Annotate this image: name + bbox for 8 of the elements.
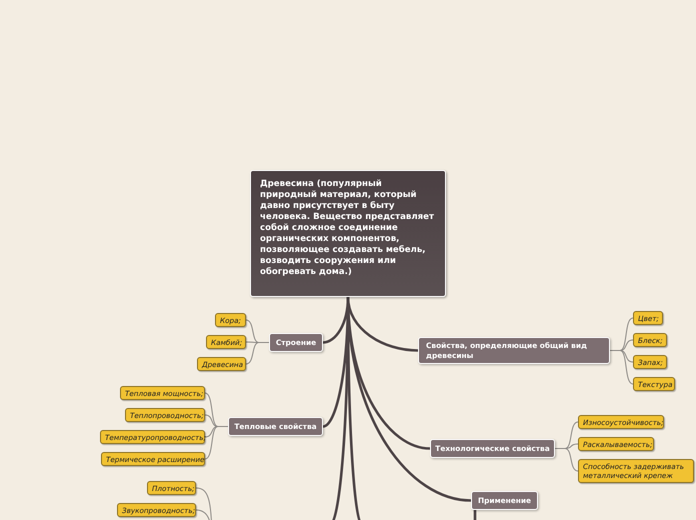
connector <box>610 350 634 384</box>
connector <box>246 342 270 364</box>
connector <box>196 488 212 520</box>
connector <box>196 510 212 520</box>
connector <box>474 510 476 520</box>
central-topic-box: Древесина (популярный природный материал, который давно присутствует в быту человека. Вещество представляет собой сложное соединение органических компонентов, позволяющее создавать мебель, возводить сооружения или обогревать дома.) <box>250 170 446 297</box>
connector <box>204 426 228 460</box>
connector <box>554 448 578 472</box>
